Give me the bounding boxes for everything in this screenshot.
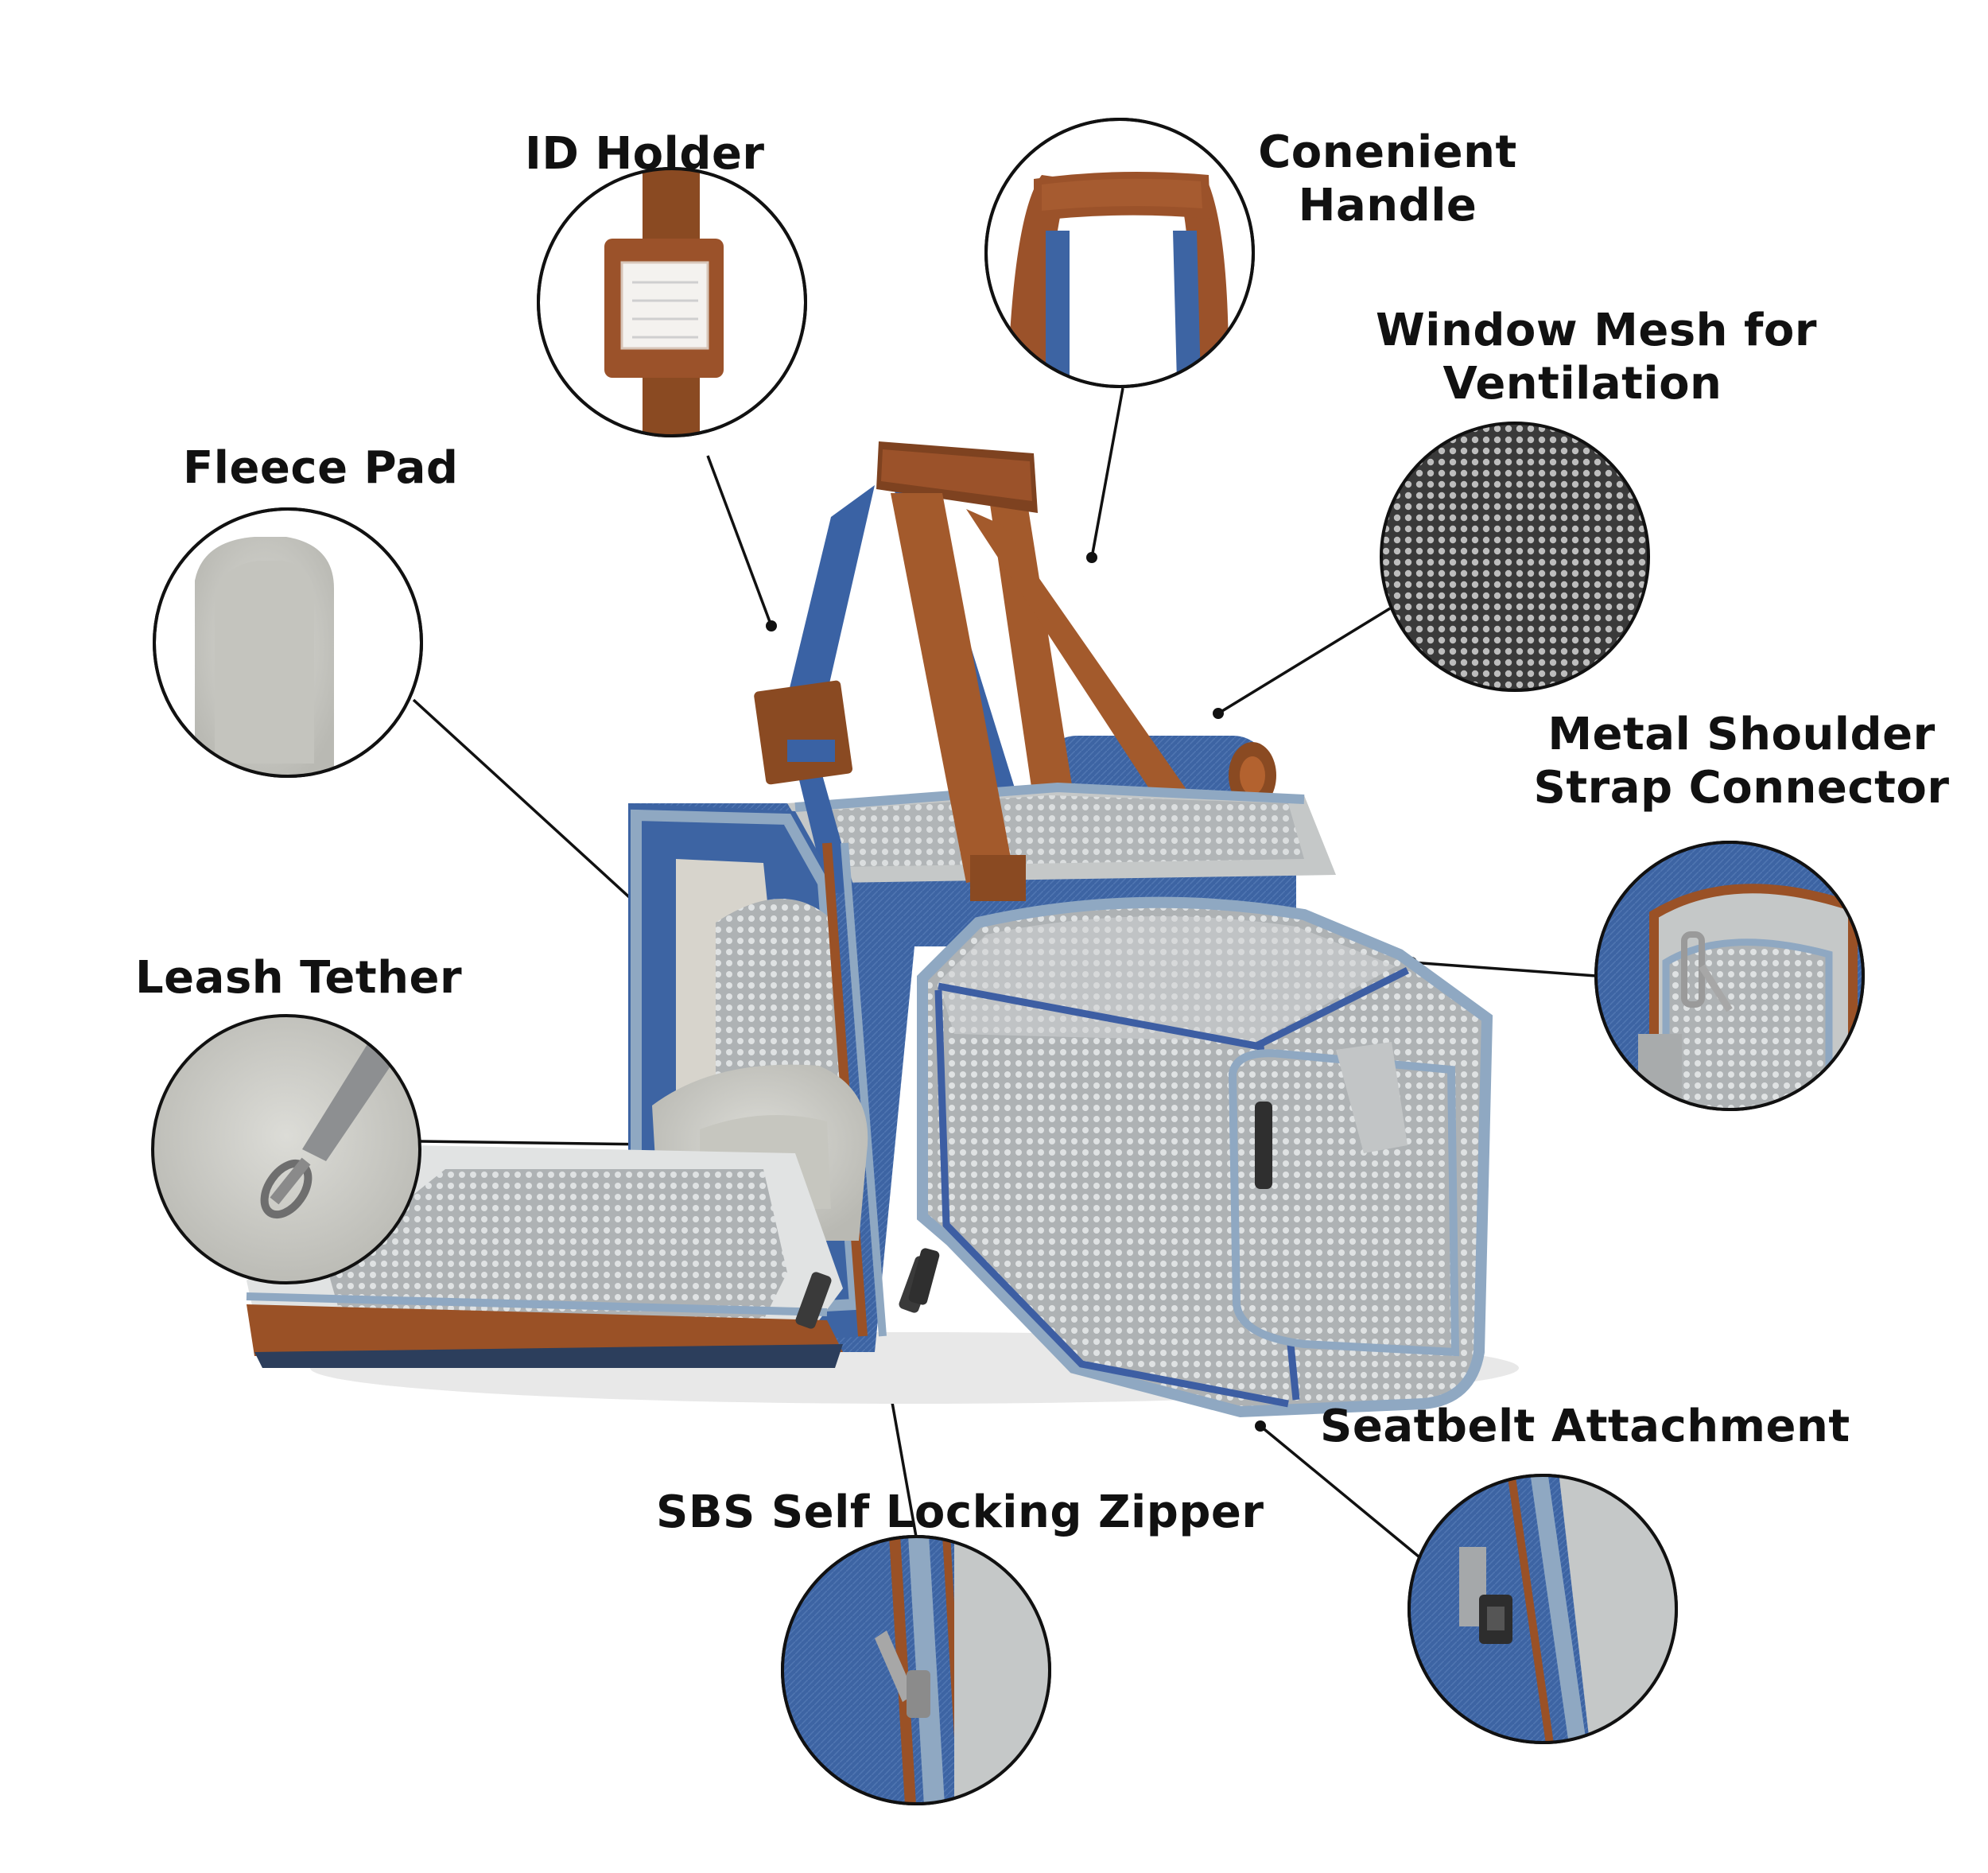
label-id-holder: ID Holder (525, 128, 765, 180)
label-handle-line2: Handle (1298, 180, 1477, 232)
callout-seatbelt (1408, 1474, 1678, 1744)
label-window-mesh: Window Mesh for Ventilation (1376, 304, 1817, 410)
label-seatbelt: Seatbelt Attachment (1320, 1401, 1850, 1452)
label-leash-tether: Leash Tether (135, 952, 463, 1004)
pet-carrier-bag (246, 441, 1519, 1418)
label-shoulder-connector: Metal Shoulder Strap Connector (1519, 708, 1964, 814)
callout-id-holder (537, 167, 807, 437)
callout-handle (984, 118, 1255, 388)
label-handle: Conenient Handle (1244, 126, 1531, 232)
label-mesh-line1: Window Mesh for (1376, 305, 1817, 356)
label-zipper: SBS Self Locking Zipper (656, 1486, 1264, 1538)
label-mesh-line2: Ventilation (1442, 358, 1722, 410)
callout-window-mesh (1380, 422, 1650, 692)
label-shoulder-line1: Metal Shoulder (1547, 709, 1936, 760)
label-shoulder-line2: Strap Connector (1533, 762, 1950, 814)
callout-zipper (781, 1535, 1051, 1805)
callout-shoulder-connector (1594, 841, 1865, 1111)
callout-fleece-pad (153, 507, 423, 778)
label-handle-line1: Conenient (1258, 126, 1517, 178)
label-fleece-pad: Fleece Pad (183, 442, 459, 494)
callout-leash-tether (151, 1014, 421, 1284)
